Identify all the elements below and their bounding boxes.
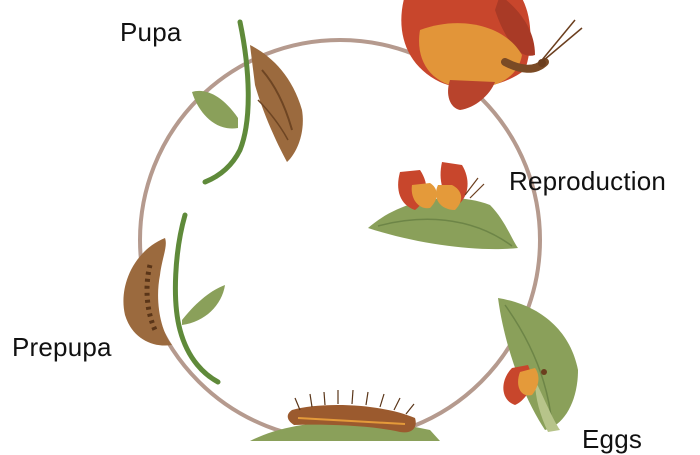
life-cycle-illustration — [123, 0, 583, 442]
butterfly-icon — [401, 0, 583, 110]
prepupa-icon — [123, 212, 225, 385]
label-pupa: Pupa — [120, 17, 182, 47]
caterpillar-icon — [250, 389, 440, 441]
label-eggs: Eggs — [582, 424, 643, 454]
label-prepupa: Prepupa — [12, 332, 112, 362]
life-cycle-diagram: Pupa Reproduction Prepupa Eggs — [12, 0, 667, 454]
egg-laying-butterfly-icon — [498, 298, 578, 432]
pupa-icon — [192, 19, 303, 185]
label-reproduction: Reproduction — [509, 166, 667, 196]
mating-butterflies-icon — [368, 162, 518, 250]
